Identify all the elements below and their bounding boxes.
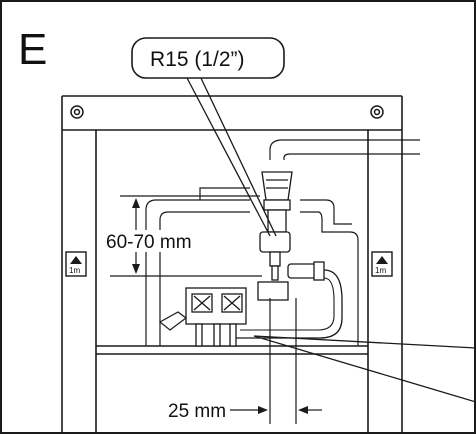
horizontal-dimension-label: 25 mm: [168, 401, 226, 422]
height-badge-left: 1m: [65, 251, 87, 277]
screw-icon: [370, 105, 384, 119]
pointer-wedge: [253, 335, 476, 403]
screw-icon: [70, 105, 84, 119]
arrow-down: [132, 264, 140, 274]
callout-bubble: R15 (1/2”): [131, 37, 285, 237]
up-arrow-icon: [70, 256, 82, 264]
vertical-dimension-label: 60-70 mm: [106, 232, 192, 253]
hose-extension: [392, 139, 420, 155]
height-badge-right: 1m: [371, 251, 393, 277]
up-arrow-icon: [376, 256, 388, 264]
badge-text: 1m: [69, 266, 80, 275]
supply-hose: [230, 269, 343, 339]
tap-assembly: [257, 171, 325, 301]
valve-block: [185, 287, 247, 347]
section-letter: E: [18, 25, 47, 74]
cabinet: [61, 95, 403, 434]
callout-label: R15 (1/2”): [150, 48, 245, 71]
arrow-up: [132, 198, 140, 208]
supply-hose-inner: [240, 277, 335, 331]
inner-housing: [145, 139, 420, 346]
drain-pipe: [158, 311, 187, 331]
arrow-right: [258, 406, 268, 414]
horizontal-dimension: [230, 298, 322, 424]
badge-text: 1m: [375, 266, 386, 275]
arrow-left: [298, 406, 308, 414]
